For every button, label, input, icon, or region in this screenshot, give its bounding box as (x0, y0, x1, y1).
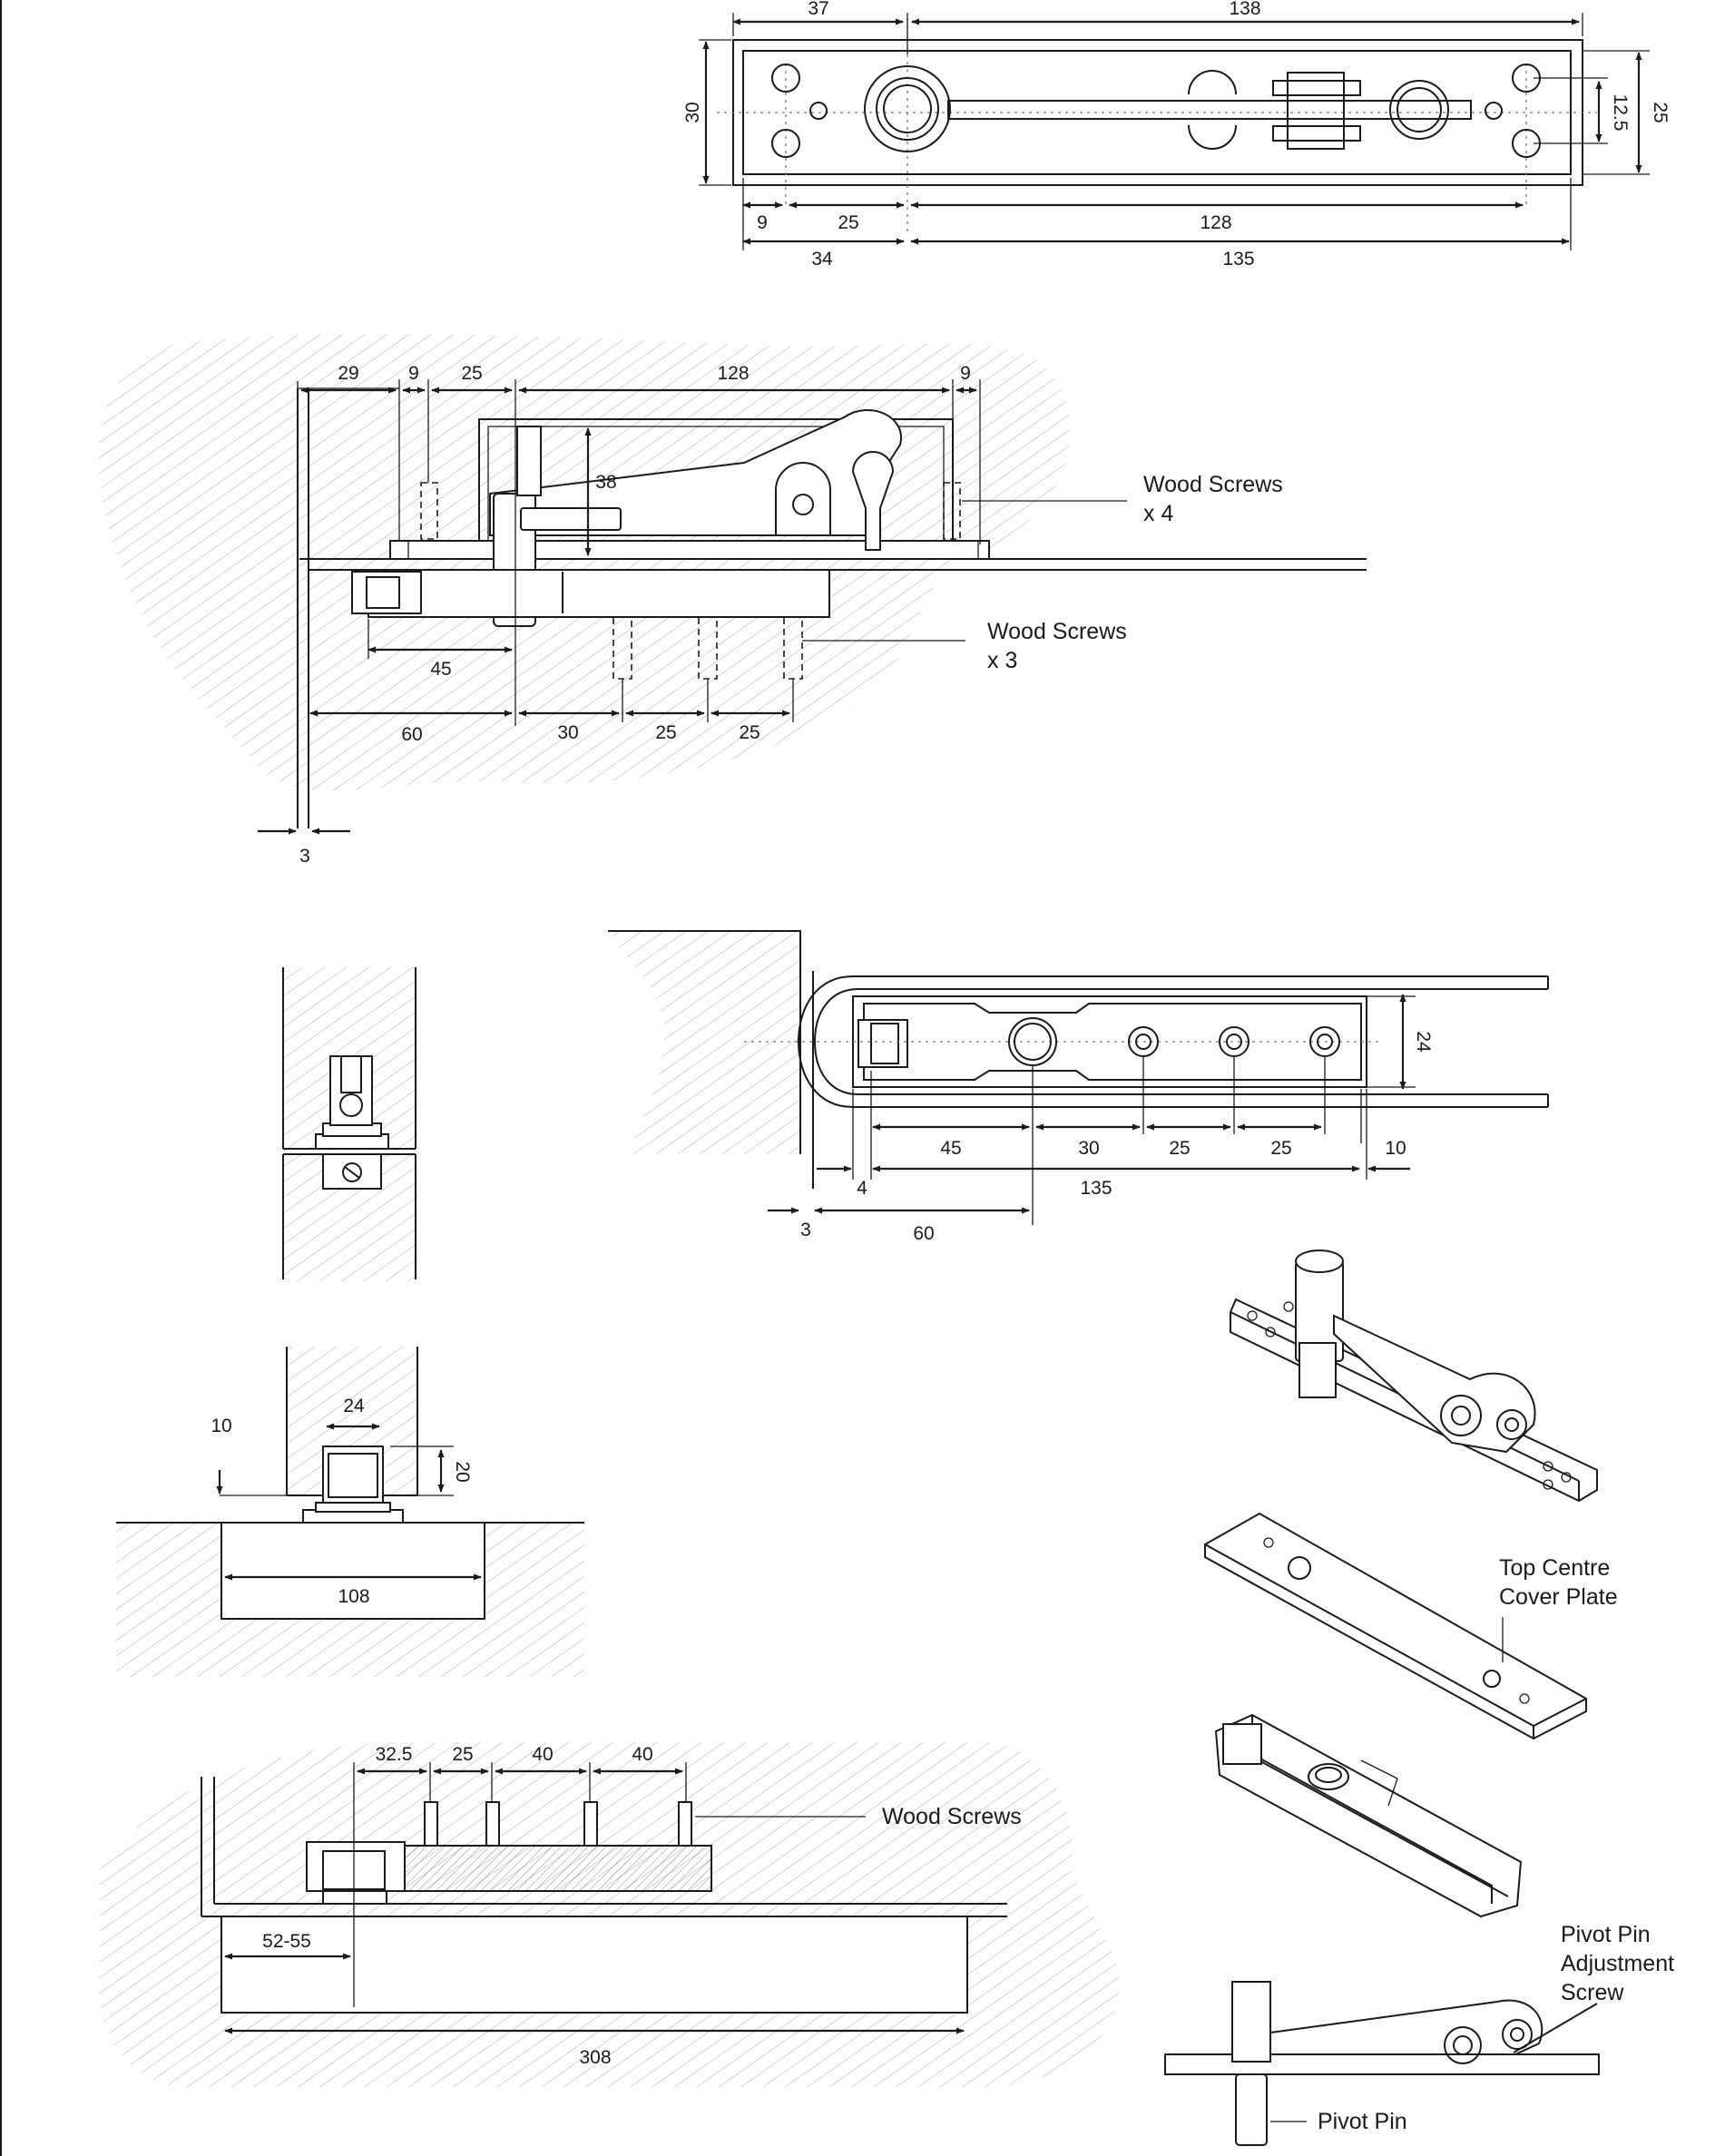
iso-pivot-box (1214, 1713, 1523, 1918)
dim-10: 10 (211, 1416, 231, 1436)
dim-60: 60 (401, 724, 422, 745)
cover-plate-label-line1: Top Centre (1499, 1555, 1610, 1581)
section-top-pivot-in-frame: 29 9 25 128 9 38 45 60 30 25 25 3 Wood S… (98, 333, 1367, 867)
adjustment-screw-label-line2: Adjustment (1561, 1951, 1674, 1976)
dim-52-55: 52-55 (262, 1931, 311, 1952)
dim-24: 24 (1413, 1031, 1434, 1053)
wood-screws-x3-qty: x 3 (987, 648, 1017, 673)
dim-25-b: 25 (655, 722, 676, 743)
dim-38: 38 (595, 472, 616, 493)
dim-32-5: 32.5 (376, 1744, 413, 1765)
dim-128: 128 (1200, 212, 1231, 233)
pivot-pin-label: Pivot Pin (1318, 2109, 1407, 2134)
adjustment-screw-label-line1: Pivot Pin (1561, 1922, 1651, 1947)
dim-29: 29 (338, 363, 358, 384)
dim-9-b: 9 (960, 363, 971, 384)
dim-25-c: 25 (739, 722, 760, 743)
wood-screws-label: Wood Screws (882, 1804, 1022, 1829)
wood-screws-x4-label: Wood Screws (1143, 472, 1283, 497)
dim-25-b: 25 (1270, 1138, 1291, 1159)
dim-135: 135 (1222, 249, 1254, 270)
dim-9-a: 9 (408, 363, 419, 384)
dim-24: 24 (343, 1396, 365, 1416)
bottom-section-floor-fixing: 32.5 25 40 40 52-55 308 Wood Screws (98, 1742, 1120, 2087)
dim-4: 4 (857, 1178, 867, 1199)
dim-3: 3 (299, 846, 310, 867)
dim-25-a: 25 (1169, 1138, 1190, 1159)
plan-pivot-in-door: 24 45 30 25 25 10 4 135 3 60 (608, 930, 1549, 1244)
wood-screws-x3-label: Wood Screws (987, 619, 1127, 644)
dim-25-right: 25 (1650, 102, 1671, 122)
dim-40-a: 40 (532, 1744, 553, 1765)
dim-12-5: 12.5 (1610, 94, 1631, 132)
plan-view-top-plate: 37 138 30 12.5 25 9 25 128 34 135 (682, 0, 1671, 270)
dim-138: 138 (1229, 0, 1260, 19)
dim-25: 25 (838, 212, 858, 233)
wood-screws-x4-qty: x 4 (1143, 501, 1173, 526)
dim-30: 30 (1078, 1138, 1099, 1159)
dim-25: 25 (452, 1744, 473, 1765)
dim-25-a: 25 (461, 363, 482, 384)
dim-30: 30 (682, 102, 703, 122)
dim-37: 37 (808, 0, 828, 19)
iso-top-centre-assembly (1230, 1250, 1598, 1503)
cover-plate-label-line2: Cover Plate (1499, 1584, 1618, 1610)
dim-135: 135 (1080, 1178, 1112, 1199)
iso-top-centre-cover-plate: Top Centre Cover Plate (1204, 1512, 1618, 1740)
adjustment-screw-label-line3: Screw (1561, 1980, 1624, 2005)
dim-40-b: 40 (632, 1744, 652, 1765)
dim-60: 60 (913, 1223, 934, 1244)
dim-45: 45 (940, 1138, 961, 1159)
dim-308: 308 (579, 2047, 611, 2068)
dim-108: 108 (338, 1586, 369, 1607)
dim-34: 34 (811, 249, 833, 270)
dim-10: 10 (1385, 1138, 1406, 1159)
dim-9: 9 (757, 212, 768, 233)
dim-45: 45 (430, 659, 451, 680)
iso-bottom-pivot-pin: Pivot Pin Pivot Pin Adjustment Screw (1164, 1922, 1674, 2146)
dim-3: 3 (800, 1220, 811, 1240)
floor-section-bottom-pivot: 24 10 20 108 (116, 1347, 584, 1677)
dim-20: 20 (452, 1461, 473, 1482)
elevation-top-pivot (282, 967, 417, 1281)
dim-30: 30 (557, 722, 578, 743)
dim-128: 128 (717, 363, 749, 384)
